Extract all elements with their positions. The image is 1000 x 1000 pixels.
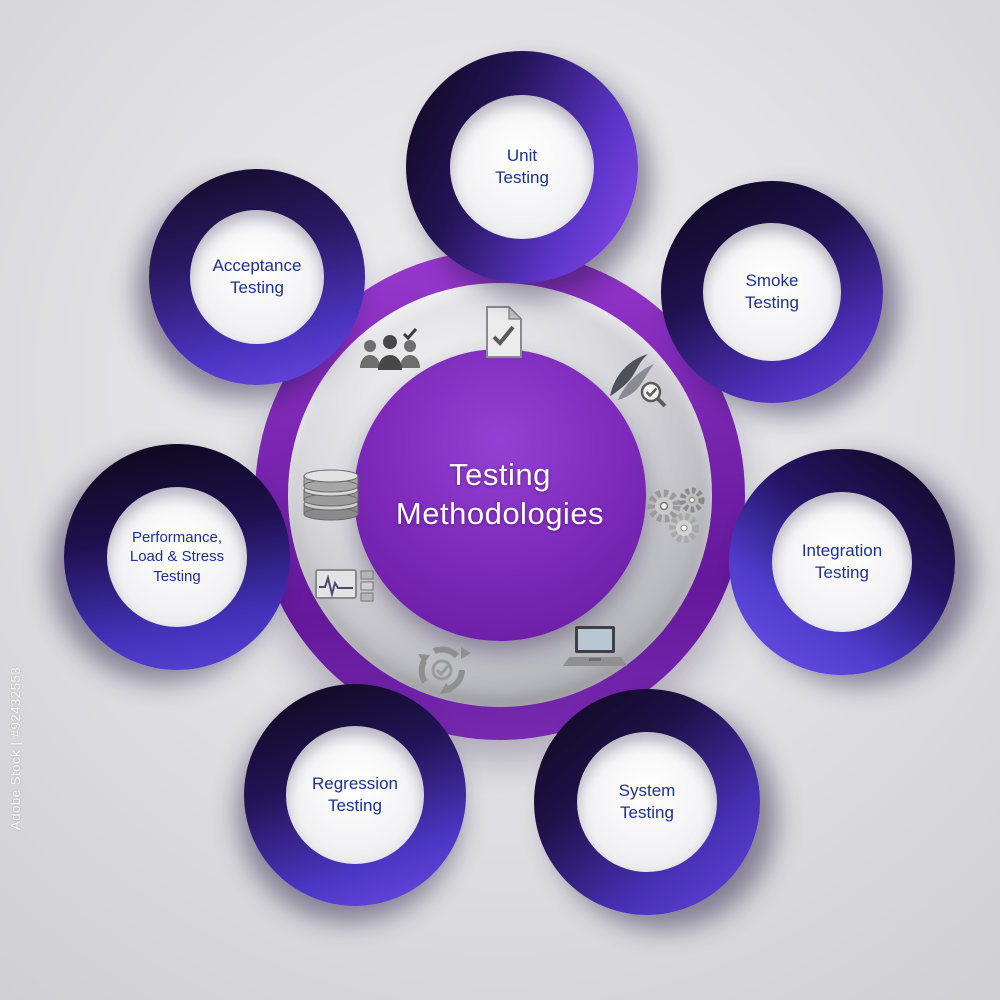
node-smoke-label: Smoke Testing <box>745 270 799 312</box>
diagram-title: Testing Methodologies <box>395 457 605 531</box>
gears-icon <box>640 486 714 546</box>
node-performance-inner-circle: Performance, Load & Stress Testing <box>106 486 248 628</box>
node-smoke-testing: Smoke Testing <box>661 181 883 403</box>
node-performance-label: Performance, Load & Stress Testing <box>129 528 225 585</box>
node-system-inner-circle: System Testing <box>576 731 718 873</box>
node-unit-inner-circle: Unit Testing <box>450 95 594 239</box>
chart-monitor-icon <box>315 566 377 612</box>
node-regression-inner-circle: Regression Testing <box>286 726 424 864</box>
node-system-label: System Testing <box>618 780 676 822</box>
users-group-icon <box>356 328 428 380</box>
node-integration-testing: Integration Testing <box>729 449 955 675</box>
node-regression-testing: Regression Testing <box>244 684 466 906</box>
node-system-testing: System Testing <box>534 689 760 915</box>
node-integration-inner-circle: Integration Testing <box>771 491 913 633</box>
database-icon <box>299 468 363 526</box>
node-performance-testing: Performance, Load & Stress Testing <box>64 444 290 670</box>
node-acceptance-inner-circle: Acceptance Testing <box>190 210 324 344</box>
node-regression-label: Regression Testing <box>311 773 398 815</box>
sync-arrows-icon <box>412 640 472 700</box>
laptop-icon <box>563 624 627 670</box>
node-unit-label: Unit Testing <box>495 145 549 187</box>
node-acceptance-testing: Acceptance Testing <box>149 169 365 385</box>
node-integration-label: Integration Testing <box>801 540 883 582</box>
node-acceptance-label: Acceptance Testing <box>212 255 302 297</box>
node-smoke-inner-circle: Smoke Testing <box>703 223 841 361</box>
center-core-circle: Testing Methodologies <box>354 349 646 641</box>
feather-search-icon <box>604 352 668 410</box>
stock-watermark: Adobe Stock | #92432553 <box>8 666 23 830</box>
node-unit-testing: Unit Testing <box>406 51 638 283</box>
document-check-icon <box>481 305 525 359</box>
